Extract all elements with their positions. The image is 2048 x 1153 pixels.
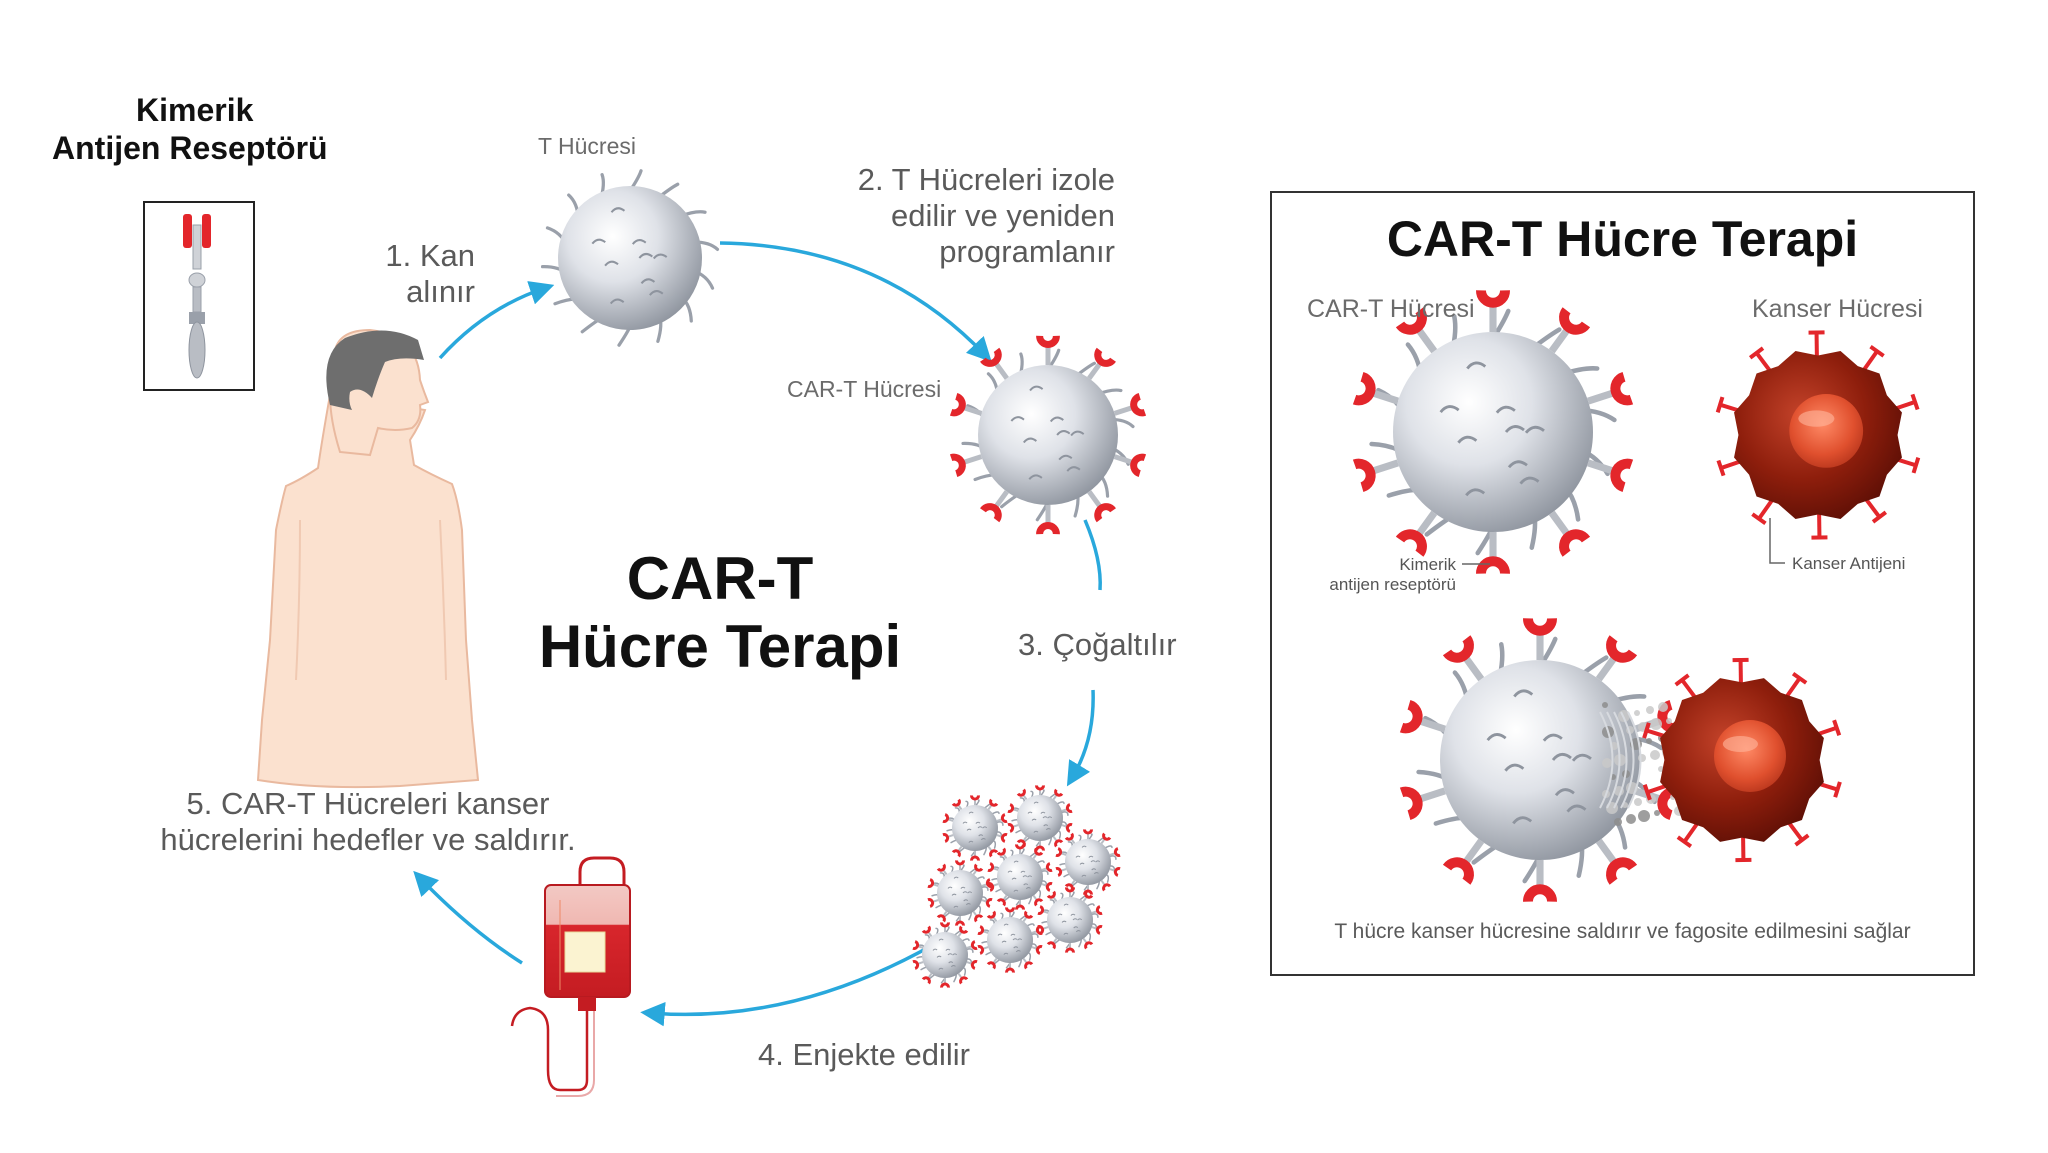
cancer-cell-icon xyxy=(1715,330,1921,540)
explanation-panel xyxy=(1270,191,1975,976)
cycle-arrows xyxy=(413,241,1102,1027)
arrow-to-cluster xyxy=(1066,689,1095,787)
panel-cart-label: CAR-T Hücresi xyxy=(1307,295,1475,323)
center-title-line1: CAR-T xyxy=(626,545,814,612)
center-title: CAR-T Hücre Terapi xyxy=(520,545,920,681)
cart-cell-label: CAR-T Hücresi xyxy=(787,376,942,402)
iv-bag-icon xyxy=(510,856,631,1097)
step-2-line3: programlanır xyxy=(939,234,1115,269)
step-3: 3. Çoğaltılır xyxy=(1018,627,1177,662)
antigen-leader xyxy=(1769,518,1785,564)
human-figure-icon xyxy=(256,328,480,789)
arrow-cart-down xyxy=(1083,519,1102,591)
t-cell-icon xyxy=(540,169,720,347)
panel-cancer-label: Kanser Hücresi xyxy=(1752,295,1923,323)
step-5: 5. CAR-T Hücreleri kanser hücrelerini he… xyxy=(128,786,608,858)
panel-car-t-cell-icon xyxy=(1352,290,1634,574)
cell-cluster-icon xyxy=(912,785,1121,988)
panel-receptor-note-line2: antijen reseptörü xyxy=(1329,575,1456,594)
receptor-icon xyxy=(183,214,211,379)
step-5-line1: 5. CAR-T Hücreleri kanser xyxy=(186,786,550,821)
receptor-title-line1: Kimerik xyxy=(136,92,254,128)
step-1-line1: 1. Kan xyxy=(385,238,475,273)
receptor-box xyxy=(143,201,255,391)
step-2-line2: edilir ve yeniden xyxy=(890,198,1115,233)
arrow-to-bag xyxy=(640,933,951,1027)
step-5-line2: hücrelerini hedefler ve saldırır. xyxy=(160,822,576,857)
center-title-line2: Hücre Terapi xyxy=(538,613,902,680)
panel-receptor-note: Kimerik antijen reseptörü xyxy=(1300,555,1456,595)
panel-caption: T hücre kanser hücresine saldırır ve fag… xyxy=(1334,920,1911,943)
attack-illustration-icon xyxy=(1399,618,1842,902)
car-t-cell-icon xyxy=(949,335,1147,535)
arrow-to-tcell xyxy=(438,281,555,360)
arrow-to-cart xyxy=(719,241,992,363)
step-1-line2: alınır xyxy=(406,274,475,309)
receptor-title-line2: Antijen Reseptörü xyxy=(52,130,328,166)
panel-receptor-note-line1: Kimerik xyxy=(1399,555,1456,574)
step-2-line1: 2. T Hücreleri izole xyxy=(857,162,1115,197)
arrow-to-person xyxy=(413,870,523,965)
t-cell-label: T Hücresi xyxy=(538,133,636,159)
panel-antigen-note: Kanser Antijeni xyxy=(1792,554,1906,573)
panel-title: CAR-T Hücre Terapi xyxy=(1386,211,1859,267)
step-1: 1. Kan alınır xyxy=(385,238,475,310)
step-4: 4. Enjekte edilir xyxy=(758,1037,970,1072)
step-2: 2. T Hücreleri izole edilir ve yeniden p… xyxy=(790,162,1115,270)
